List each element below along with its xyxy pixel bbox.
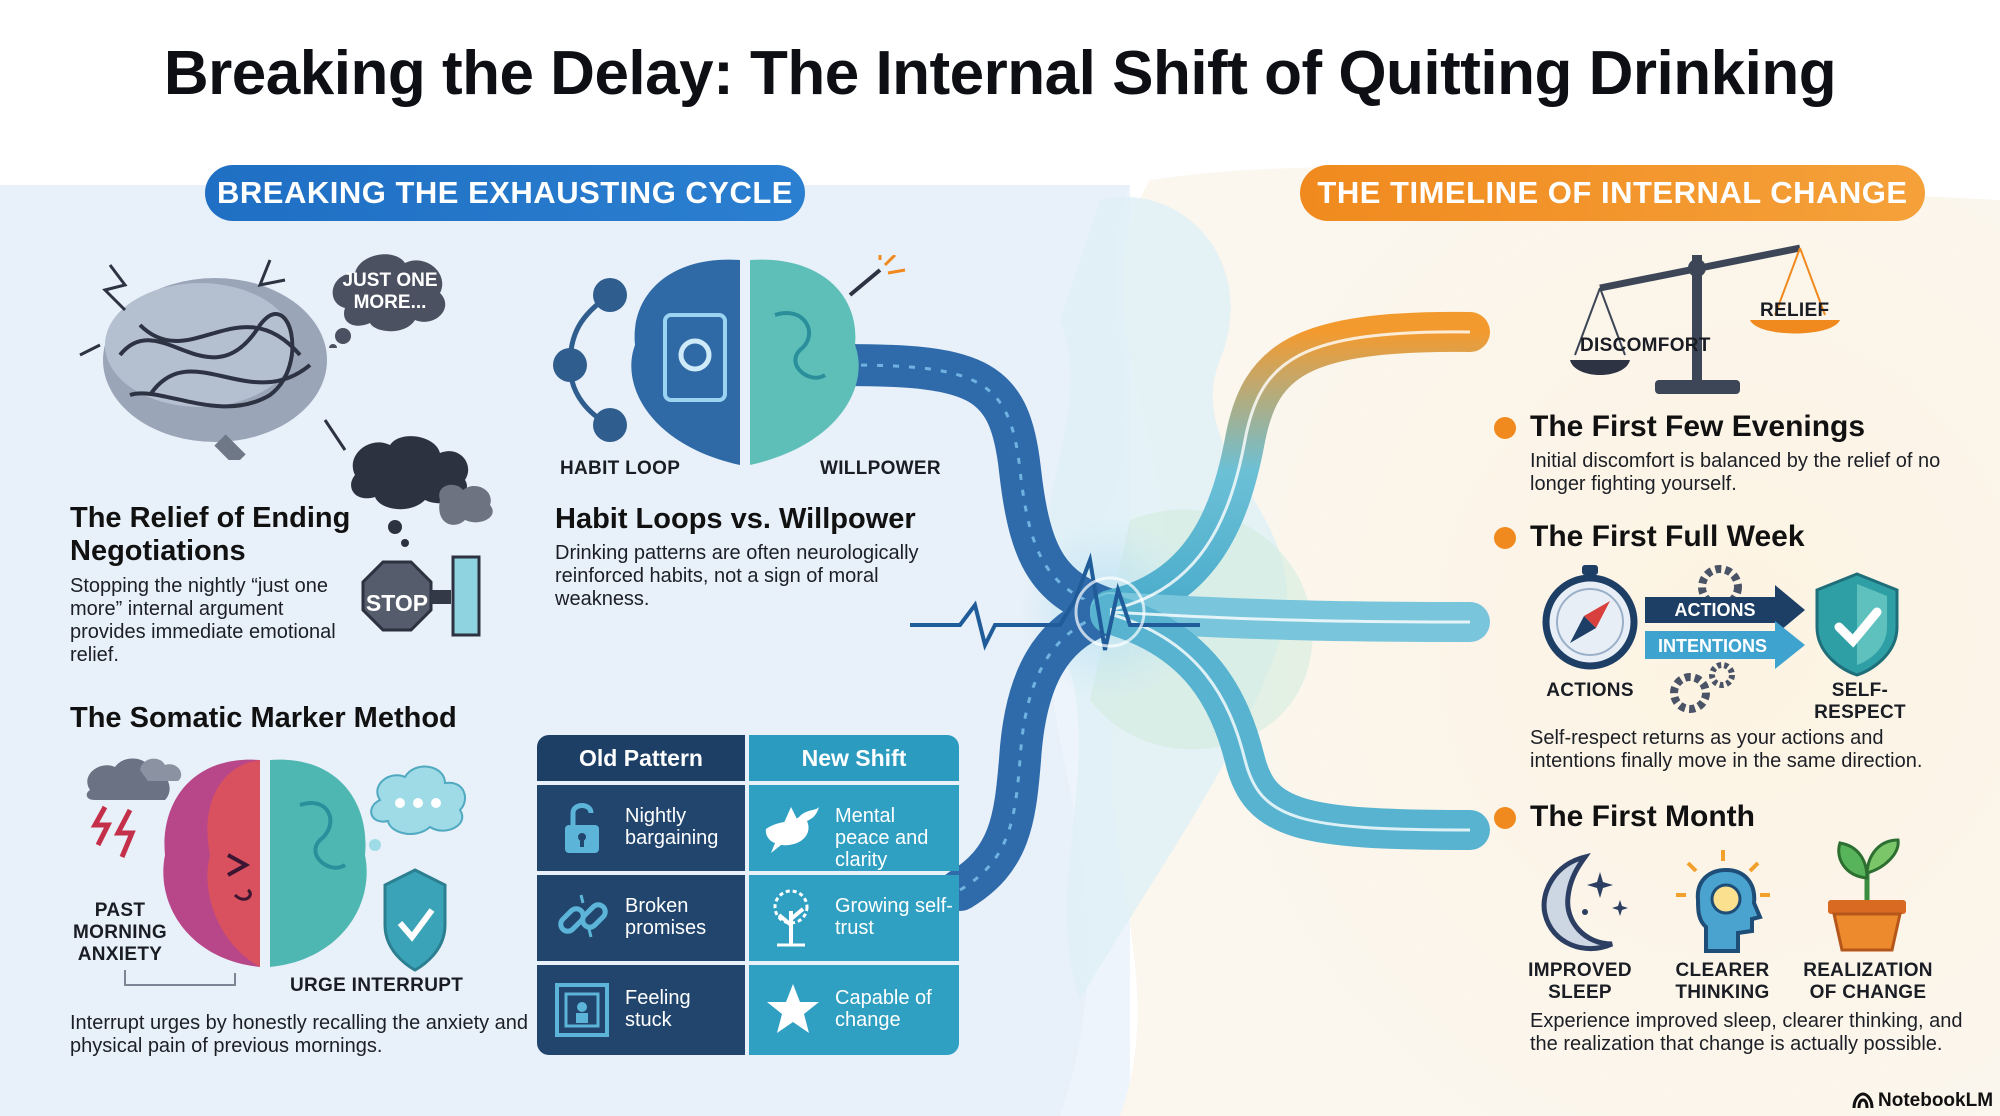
cell-old-3: Feeling stuck: [625, 987, 691, 1031]
cell-new-1: Mental peace and clarity: [835, 805, 929, 871]
table-row: Growing self-trust: [749, 875, 959, 961]
table-row: Broken promises: [537, 875, 745, 961]
milestone-2-heading: The First Full Week: [1530, 520, 1805, 553]
notebooklm-logo-icon: [1852, 1092, 1874, 1109]
habit-body: Drinking patterns are often neurological…: [555, 542, 919, 610]
urge-interrupt-label: URGE INTERRUPT: [290, 975, 464, 996]
somatic-body: Interrupt urges by honestly recalling th…: [70, 1012, 529, 1057]
realization-of-change-label: REALIZATION OF CHANGE: [1803, 960, 1933, 1003]
star-icon: [767, 984, 819, 1033]
clearer-thinking-label: CLEARER THINKING: [1675, 960, 1770, 1003]
pattern-shift-table: Old Pattern New Shift Nightly bargaining…: [537, 735, 959, 1055]
habit-loop-label: HABIT LOOP: [560, 458, 681, 479]
past-morning-anxiety-label: PAST MORNING ANXIETY: [73, 900, 167, 965]
somatic-heading: The Somatic Marker Method: [70, 702, 457, 734]
head-lightbulb-icon: [1676, 850, 1770, 953]
thought-bubble-text: JUST ONE MORE...: [342, 270, 438, 313]
milestone-3-heading: The First Month: [1530, 800, 1755, 833]
page-title: Breaking the Delay: The Internal Shift o…: [163, 39, 1837, 108]
unlocked-padlock-icon: [565, 803, 599, 853]
table-row: Capable of change: [749, 965, 959, 1055]
cell-new-3: Capable of change: [835, 987, 932, 1031]
table-row: Mental peace and clarity: [749, 785, 959, 871]
scale-discomfort-label: DISCOMFORT: [1580, 335, 1711, 356]
willpower-label: WILLPOWER: [820, 458, 941, 479]
milestone-2-body: Self-respect returns as your actions and…: [1530, 727, 1923, 772]
tangled-brain-icon: [79, 259, 347, 460]
table-header-old: Old Pattern: [537, 735, 745, 781]
actions-intentions-arrows-icon: [1645, 565, 1805, 713]
habit-heading: Habit Loops vs. Willpower: [555, 503, 916, 535]
relief-body: Stopping the nightly “just one more” int…: [70, 575, 336, 666]
tree-icon: [773, 889, 809, 947]
milestone-3-body: Experience improved sleep, clearer think…: [1530, 1010, 1963, 1055]
relief-heading: The Relief of Ending Negotiations: [70, 502, 351, 567]
split-brain-somatic-icon: [86, 758, 466, 986]
maze-icon: [555, 983, 609, 1037]
sprout-icon: [1828, 838, 1906, 952]
table-row: Feeling stuck: [537, 965, 745, 1055]
balance-scale-icon: [1570, 244, 1840, 394]
broken-chain-icon: [558, 894, 608, 938]
table-header-new: New Shift: [749, 735, 959, 781]
cell-new-2: Growing self-trust: [835, 895, 953, 939]
scale-relief-label: RELIEF: [1760, 300, 1830, 321]
thought-bubble-icon: [329, 254, 446, 348]
brand-label: NotebookLM: [1878, 1090, 1994, 1111]
compass-actions-label: ACTIONS: [1546, 680, 1634, 701]
split-brain-habit-icon: [553, 255, 906, 465]
stop-sign-label: STOP: [365, 590, 429, 616]
storm-cloud-stop-icon: [351, 436, 493, 637]
cell-old-2: Broken promises: [625, 895, 707, 939]
arrow-intentions-label: INTENTIONS: [1657, 636, 1767, 656]
timeline-dot-1: [1494, 417, 1516, 439]
cell-old-1: Nightly bargaining: [625, 805, 719, 849]
timeline-dot-3: [1494, 807, 1516, 829]
self-respect-label: SELF-RESPECT: [1814, 680, 1906, 723]
improved-sleep-label: IMPROVED SLEEP: [1528, 960, 1632, 1003]
milestone-1-heading: The First Few Evenings: [1530, 410, 1866, 443]
self-respect-shield-icon: [1815, 572, 1899, 677]
dove-icon: [765, 807, 819, 853]
arrow-actions-label: ACTIONS: [1674, 600, 1756, 620]
moon-icon: [1541, 853, 1628, 951]
table-row: Nightly bargaining: [537, 785, 745, 871]
milestone-1-body: Initial discomfort is balanced by the re…: [1530, 450, 1941, 495]
section-pill-exhausting-cycle: BREAKING THE EXHAUSTING CYCLE: [205, 165, 805, 221]
timeline-dot-2: [1494, 527, 1516, 549]
compass-icon: [1542, 565, 1638, 670]
section-pill-timeline: THE TIMELINE OF INTERNAL CHANGE: [1300, 165, 1925, 221]
